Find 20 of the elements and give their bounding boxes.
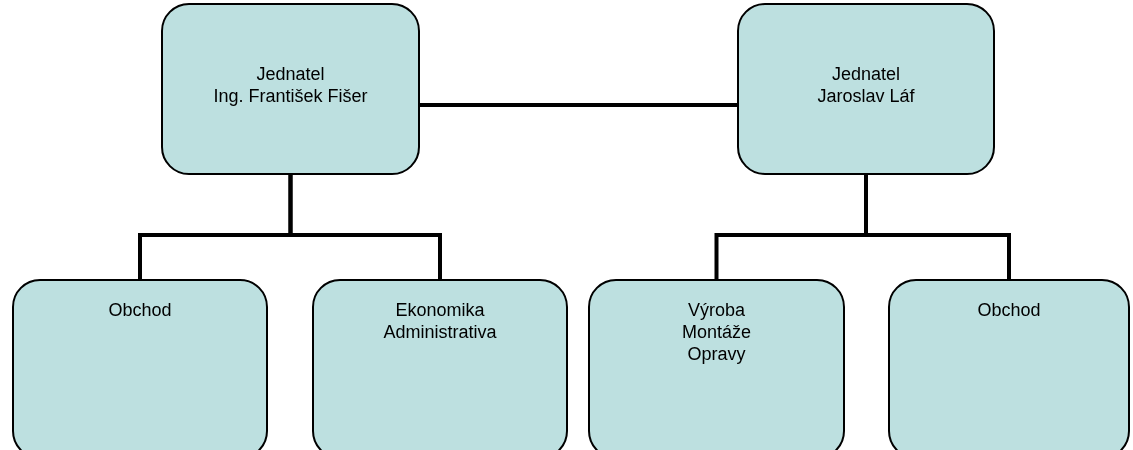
box-text: Obchod bbox=[108, 299, 172, 321]
box-text: Jednatel bbox=[831, 63, 901, 85]
rounded-box bbox=[312, 279, 568, 450]
box-text: Ekonomika bbox=[395, 299, 485, 321]
box-text: Administrativa bbox=[383, 321, 497, 343]
box-text: Montáže bbox=[681, 321, 751, 343]
rounded-box bbox=[888, 279, 1130, 450]
connector-line bbox=[864, 173, 1011, 281]
rounded-box bbox=[588, 279, 845, 450]
box-text: Obchod bbox=[977, 299, 1041, 321]
rounded-box bbox=[737, 3, 995, 175]
rounded-box bbox=[12, 279, 268, 450]
box-text: Opravy bbox=[687, 343, 746, 365]
box-text: Ing. František Fišer bbox=[213, 85, 368, 107]
box-text: Jaroslav Láf bbox=[817, 85, 915, 107]
box-text: Jednatel bbox=[256, 63, 325, 85]
box-text: Výroba bbox=[687, 299, 745, 321]
connector-line bbox=[418, 103, 739, 107]
connector-line bbox=[288, 173, 442, 281]
rounded-box bbox=[161, 3, 420, 175]
